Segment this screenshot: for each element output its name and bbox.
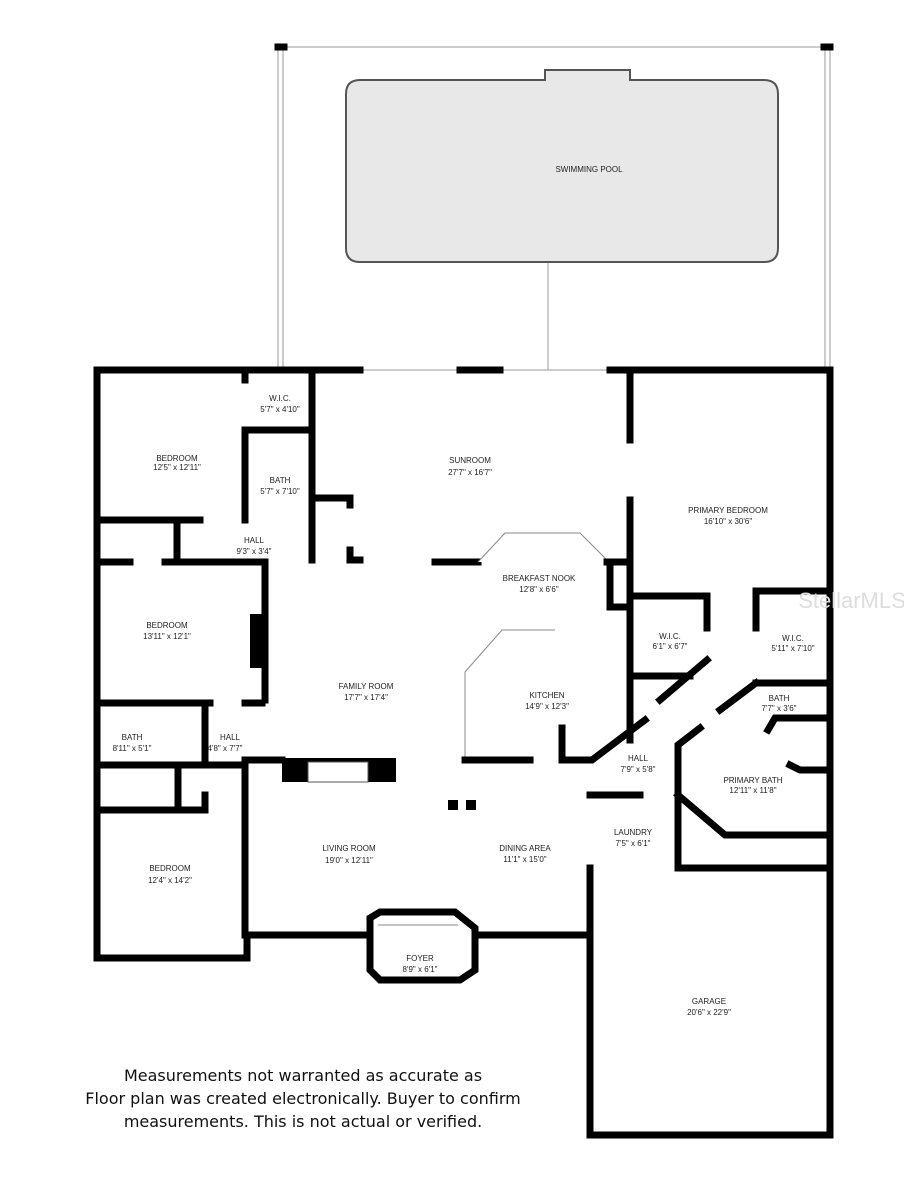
room-size: 14'9" x 12'3" <box>525 702 569 711</box>
room-size: 9'3" x 3'4" <box>237 547 272 556</box>
room-size: 12'11" x 11'8" <box>729 786 776 795</box>
disclaimer-line-2: Floor plan was created electronically. B… <box>85 1089 521 1108</box>
room-labels: SWIMMING POOL W.I.C. 5'7" x 4'10" BEDROO… <box>113 165 815 1017</box>
room-size: 7'7" x 3'6" <box>762 704 797 713</box>
pool-enclosure <box>274 43 834 371</box>
room-size: 19'0" x 12'11" <box>325 856 373 865</box>
room-wic-1: W.I.C. <box>269 394 291 403</box>
foyer-bay <box>366 908 479 984</box>
room-size: 16'10" x 30'6" <box>704 517 752 526</box>
room-size: 8'9" x 6'1" <box>403 965 438 974</box>
room-size: 7'9" x 5'8" <box>621 765 656 774</box>
room-size: 20'6" x 22'9" <box>687 1008 731 1017</box>
room-hall-3: HALL <box>628 754 649 763</box>
room-foyer: FOYER <box>406 954 434 963</box>
room-size: 11'1" x 15'0" <box>503 855 546 864</box>
room-bath-2: BATH <box>769 694 790 703</box>
room-primary-bedroom: PRIMARY BEDROOM <box>688 506 768 515</box>
room-size: 12'5" x 12'11" <box>153 463 201 472</box>
room-size: 7'5" x 6'1" <box>616 839 651 848</box>
room-wic-2: W.I.C. <box>659 632 681 641</box>
room-size: 27'7" x 16'7" <box>448 468 492 477</box>
room-swimming-pool: SWIMMING POOL <box>555 165 623 174</box>
disclaimer-line-3: measurements. This is not actual or veri… <box>123 1112 483 1131</box>
disclaimer: Measurements not warranted as accurate a… <box>60 1064 546 1133</box>
room-living-room: LIVING ROOM <box>322 844 376 853</box>
room-bedroom-2: BEDROOM <box>146 621 188 630</box>
room-garage: GARAGE <box>692 997 726 1006</box>
room-breakfast-nook: BREAKFAST NOOK <box>503 574 576 583</box>
room-hall-2: HALL <box>220 733 241 742</box>
watermark: StellarMLS <box>798 588 904 613</box>
room-bath-1: BATH <box>270 476 291 485</box>
room-size: 5'7" x 4'10" <box>260 405 300 414</box>
room-bedroom-1: BEDROOM <box>156 454 198 463</box>
room-sunroom: SUNROOM <box>449 456 491 465</box>
room-laundry: LAUNDRY <box>614 828 653 837</box>
room-size: 5'11" x 7'10" <box>771 644 814 653</box>
room-family-room: FAMILY ROOM <box>339 682 394 691</box>
swimming-pool <box>345 69 779 263</box>
room-size: 8'11" x 5'1" <box>113 744 152 753</box>
room-size: 6'1" x 6'7" <box>653 642 688 651</box>
room-size: 17'7" x 17'4" <box>344 693 388 702</box>
room-kitchen: KITCHEN <box>529 691 564 700</box>
room-wic-3: W.I.C. <box>782 634 804 643</box>
room-size: 13'11" x 12'1" <box>143 632 191 641</box>
room-dining-area: DINING AREA <box>499 844 551 853</box>
room-bath-3: BATH <box>122 733 143 742</box>
disclaimer-line-1: Measurements not warranted as accurate a… <box>123 1066 483 1085</box>
room-size: 12'8" x 6'6" <box>519 585 559 594</box>
room-bedroom-3: BEDROOM <box>149 864 191 873</box>
room-size: 4'8" x 7'7" <box>208 744 243 753</box>
room-size: 5'7" x 7'10" <box>260 487 300 496</box>
room-size: 12'4" x 14'2" <box>148 876 192 885</box>
walls <box>93 366 834 1139</box>
room-primary-bath: PRIMARY BATH <box>723 776 782 785</box>
room-hall-1: HALL <box>244 536 265 545</box>
